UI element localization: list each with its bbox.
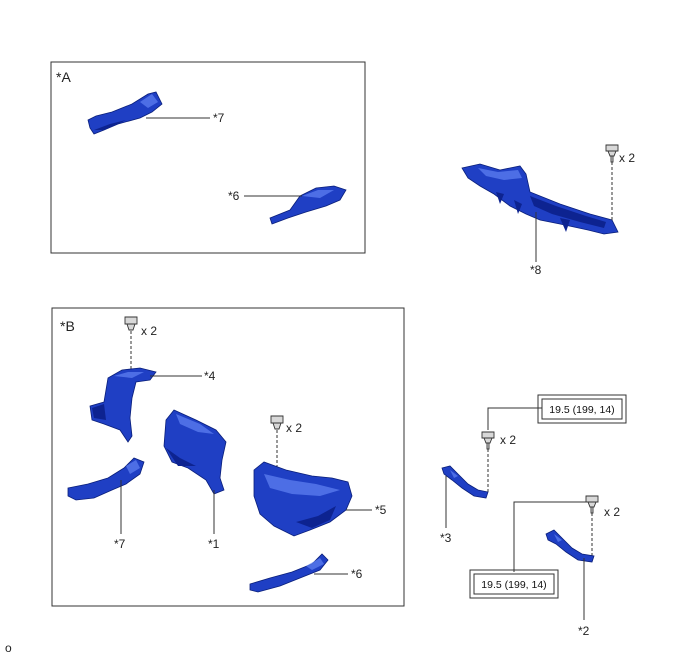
torque-box-2-inner: [473, 573, 555, 595]
callout-2: *2: [578, 624, 590, 638]
part-6-inset-a: [269, 185, 347, 225]
torque-leader-2: [513, 501, 590, 572]
qty-4: x 2: [141, 324, 157, 338]
inset-b-frame: [51, 307, 405, 607]
torque-box-3-outer: [537, 394, 627, 424]
inset-a: *A *7 *6: [50, 61, 366, 254]
torque-3: 19.5 (199, 14): [549, 404, 614, 416]
part-6-inset-b: [249, 553, 329, 593]
callout-6-inset-b: *6: [351, 567, 363, 581]
part-5: [253, 461, 353, 537]
callout-8: *8: [530, 263, 542, 277]
callout-1: *1: [208, 537, 220, 551]
inset-b: *B x 2 *4 *7 *1: [51, 307, 405, 607]
torque-box-3-inner: [541, 398, 623, 420]
part-8-group: *8 x 2: [461, 144, 635, 277]
torque-leader-3: [487, 407, 542, 430]
clip-icon-5: [270, 415, 284, 430]
qty-5: x 2: [286, 421, 302, 435]
part-7-inset-a: [87, 91, 163, 135]
callout-3: *3: [440, 531, 452, 545]
figure-code: o: [5, 641, 12, 655]
inset-b-label: *B: [60, 318, 75, 334]
part-4: [89, 367, 157, 443]
bolt-icon-2: [585, 495, 599, 514]
part-2: [545, 529, 595, 563]
bolt-icon-3: [481, 431, 495, 450]
qty-8: x 2: [619, 151, 635, 165]
callout-5: *5: [375, 503, 387, 517]
part-1: [163, 409, 227, 495]
part-3: [441, 465, 489, 499]
qty-3: x 2: [500, 433, 516, 447]
part-7-inset-b: [67, 457, 145, 501]
qty-2: x 2: [604, 505, 620, 519]
clip-icon-4: [124, 316, 138, 331]
inset-a-label: *A: [56, 69, 71, 85]
inset-a-frame: [50, 61, 366, 254]
part-8: [461, 163, 619, 235]
torque-box-2-outer: [469, 569, 559, 599]
torque-2: 19.5 (199, 14): [481, 579, 546, 591]
bolt-icon-8: [605, 144, 619, 163]
part-2-group: x 2 *2 19.5 (199, 14): [469, 495, 620, 638]
part-3-group: 19.5 (199, 14) x 2 *3: [440, 394, 627, 545]
callout-6-inset-a: *6: [228, 189, 240, 203]
callout-4: *4: [204, 369, 216, 383]
callout-7-inset-a: *7: [213, 111, 225, 125]
callout-7-inset-b: *7: [114, 537, 126, 551]
